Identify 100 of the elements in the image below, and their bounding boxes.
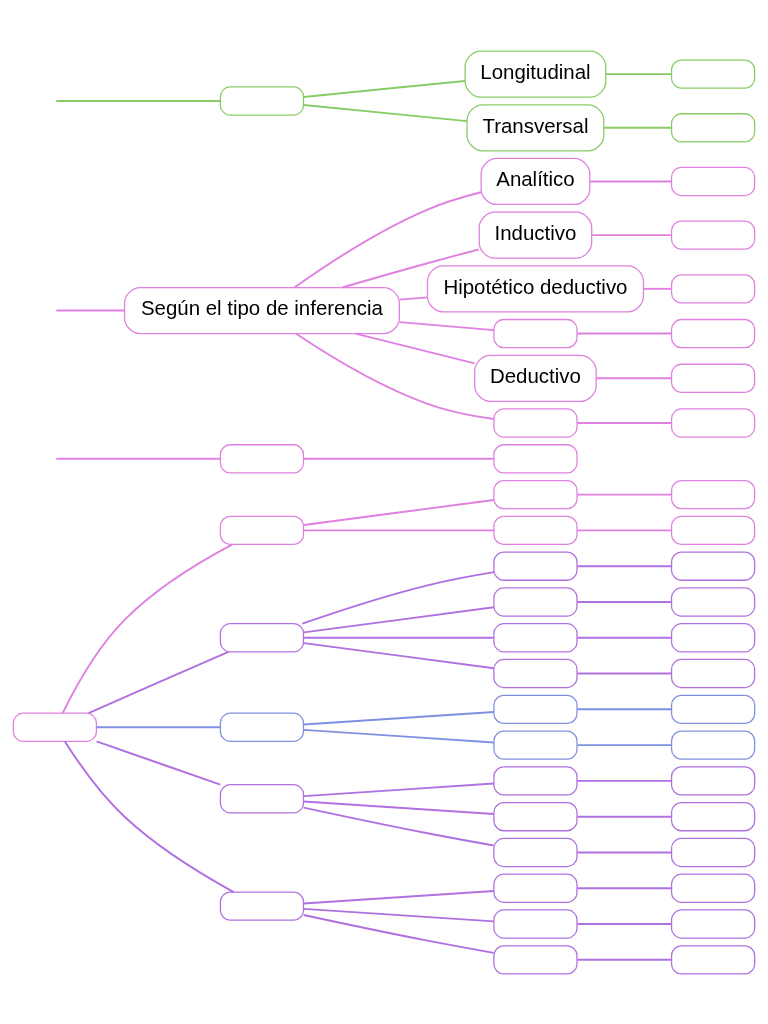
node-box: Transversal — [466, 103, 605, 151]
node-box — [219, 622, 305, 652]
connector — [576, 886, 673, 889]
connector — [642, 287, 673, 290]
connector — [576, 851, 673, 853]
connector — [398, 295, 429, 301]
connector — [576, 779, 673, 782]
node-box — [670, 729, 756, 760]
connector — [576, 528, 673, 531]
node-box — [493, 622, 578, 652]
node-box — [493, 694, 578, 724]
connector — [576, 332, 673, 335]
node-box: Analítico — [480, 157, 591, 205]
connector — [576, 958, 673, 961]
connector — [63, 739, 235, 893]
node-box — [670, 407, 756, 438]
connector — [576, 743, 673, 746]
connector — [302, 457, 495, 460]
node-box — [493, 586, 578, 617]
connector — [55, 309, 126, 311]
connector — [302, 800, 495, 815]
node-box — [670, 944, 756, 975]
node-box — [670, 363, 756, 393]
connector — [302, 79, 466, 98]
node-box: Deductivo — [474, 354, 597, 402]
node-box: Según el tipo de inferencia — [123, 286, 400, 334]
connector — [302, 710, 495, 725]
connector — [576, 421, 673, 424]
node-box — [670, 551, 756, 581]
node-box — [670, 58, 756, 89]
node-box: Longitudinal — [464, 49, 607, 98]
connector — [302, 498, 495, 526]
node-box — [493, 515, 578, 545]
connector — [302, 907, 495, 922]
node-box — [493, 801, 578, 831]
node-box — [493, 658, 578, 688]
node-box — [219, 85, 305, 116]
node-box — [670, 801, 756, 831]
node-box — [670, 765, 756, 796]
connector — [589, 180, 673, 182]
connector — [55, 457, 221, 460]
node-box — [493, 479, 578, 509]
node-box — [493, 837, 578, 867]
connector — [576, 600, 673, 603]
connector — [95, 725, 222, 728]
connector — [61, 543, 234, 714]
node-box — [670, 586, 756, 617]
connector — [576, 922, 673, 925]
node-box — [670, 873, 756, 903]
node-box — [670, 515, 756, 545]
node-box — [493, 873, 578, 903]
connector — [302, 641, 495, 669]
node-box — [670, 166, 756, 196]
node-box — [219, 783, 305, 813]
connector — [302, 605, 495, 633]
connector — [293, 190, 482, 288]
node-box — [12, 712, 98, 742]
node-box — [219, 890, 305, 921]
connector — [595, 376, 672, 379]
node-box — [219, 712, 305, 742]
node-box — [493, 318, 578, 348]
connector — [576, 493, 673, 496]
connector — [302, 889, 495, 904]
node-box — [670, 908, 756, 939]
connector — [302, 103, 468, 122]
node-box — [670, 318, 756, 348]
connector — [591, 233, 673, 236]
node-box — [493, 729, 578, 760]
node-box — [670, 694, 756, 724]
connector — [95, 739, 222, 786]
connector — [302, 728, 495, 743]
node-box — [670, 622, 756, 652]
connector — [398, 320, 495, 331]
node-box — [670, 219, 756, 250]
node-box — [219, 443, 305, 473]
node-box — [493, 765, 578, 796]
connector — [576, 815, 673, 818]
connector — [605, 72, 673, 75]
node-box — [493, 551, 578, 581]
node-box — [493, 407, 578, 438]
connector — [602, 126, 673, 129]
connector — [576, 707, 673, 710]
node-box: Hipotético deductivo — [426, 264, 645, 312]
node-box — [670, 112, 756, 142]
node-box — [670, 658, 756, 688]
node-box — [219, 515, 305, 545]
connector — [55, 99, 221, 102]
connector — [302, 528, 495, 531]
node-box — [493, 944, 578, 975]
connector — [354, 332, 476, 364]
connector — [302, 636, 495, 639]
connector — [301, 570, 495, 625]
node-box — [493, 443, 578, 473]
connector — [302, 806, 495, 846]
node-box — [670, 273, 756, 304]
connector — [295, 332, 495, 420]
connector — [576, 564, 673, 567]
node-box — [670, 479, 756, 509]
connector — [341, 248, 480, 288]
node-box — [670, 837, 756, 867]
